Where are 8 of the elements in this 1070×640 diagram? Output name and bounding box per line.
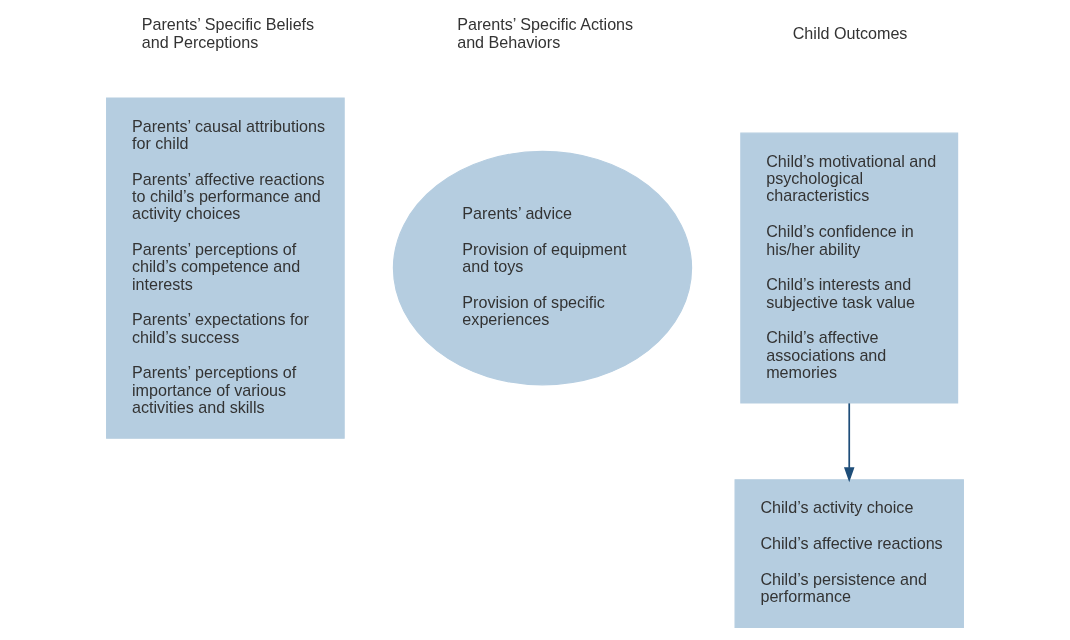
label: Parents’ Specific Actions and Behaviors <box>457 15 634 51</box>
node-box: Child’s motivational and psychological characteristics Child’s confidence in his/her ability Child’s interests and subjective task value Child’s affective associations and memories <box>740 132 959 404</box>
node-box: Parents’ causal attributions for child Parents’ affective reactions to child’s performance and activity choices Parents’ perceptions of child’s competence and interests Parents’ expectations for child’s success Parents’ perceptions of importance of various activities and skills <box>106 97 345 439</box>
arrow <box>843 402 855 483</box>
node-ellipse: Parents’ advice Provision of equipment and toys Provision of specific experiences <box>392 150 693 386</box>
node-box: Child’s activity choice Child’s affective reactions Child’s persistence and performance <box>734 479 964 628</box>
label: Parents’ Specific Beliefs and Perceptions <box>141 15 315 51</box>
label: Child Outcomes <box>792 23 908 42</box>
